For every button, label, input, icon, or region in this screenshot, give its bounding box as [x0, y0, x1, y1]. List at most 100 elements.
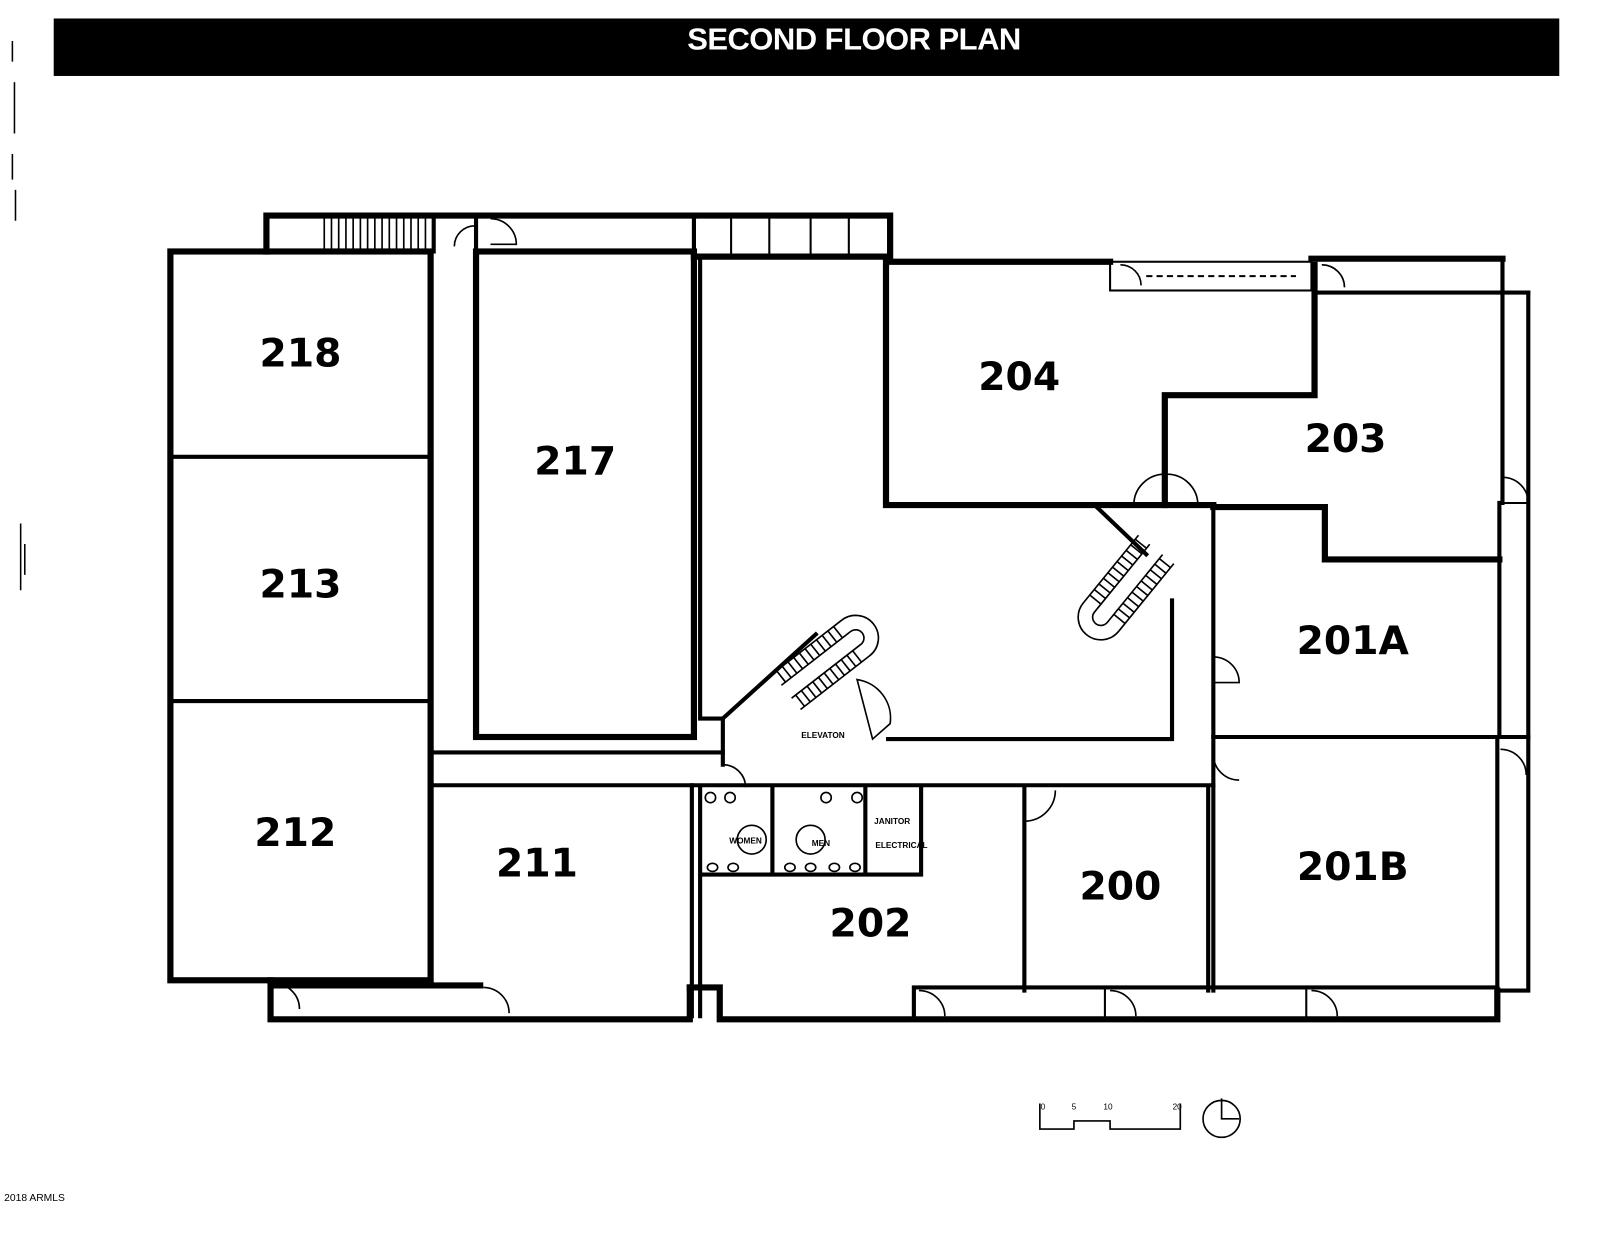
stair-tread: [1121, 555, 1134, 566]
stair-tread: [798, 652, 809, 665]
stair-tread: [1130, 544, 1143, 555]
stair-tread: [1093, 588, 1107, 600]
stair-tread: [1134, 538, 1147, 549]
sink-icon: [828, 862, 841, 873]
door-swing: [1024, 790, 1057, 822]
scale-tick-label: 10: [1103, 1103, 1113, 1112]
wall-central-island: [885, 598, 1175, 742]
stair-outline: [772, 614, 880, 711]
stair-tread: [781, 665, 792, 679]
toilet-icon: [724, 791, 737, 804]
stair-outline: [1077, 534, 1175, 641]
wall-bottom-strip-right: [911, 985, 1500, 1022]
toilet-icon: [851, 791, 864, 804]
room-204-label: 204: [978, 355, 1060, 400]
stair-tread: [787, 661, 798, 674]
wall-bottom-strip-left: [267, 977, 693, 1023]
wall-room-203: [1161, 261, 1503, 563]
toilet-icon: [820, 791, 833, 804]
door-swing: [1133, 473, 1199, 506]
stair-tread: [1117, 608, 1131, 619]
turning-circle-icon: [736, 824, 768, 855]
stair-tread: [832, 625, 844, 639]
title-bar: SECOND FLOOR PLAN: [53, 18, 1560, 76]
sink-icon: [783, 862, 796, 873]
wall-room-217: [472, 248, 698, 741]
stair-tread: [1122, 602, 1135, 613]
stair-tread: [815, 639, 827, 652]
turning-circle-icon: [795, 824, 826, 855]
sink-icon: [706, 862, 719, 873]
walls: [167, 212, 1531, 1023]
scan-marks: [11, 41, 26, 591]
stair-treads: [1089, 538, 1172, 625]
north-arrow-pointer: [1220, 1098, 1240, 1120]
stairs-icon: [1077, 534, 1175, 641]
stairs-icon: [772, 614, 880, 711]
wall-right-inner: [1495, 256, 1505, 993]
door-swing: [1321, 264, 1346, 288]
room-211-label: 211: [496, 842, 578, 887]
stair-tread: [800, 690, 811, 703]
door-swing: [1213, 656, 1240, 684]
room-217-label: 217: [534, 439, 616, 484]
sink-icon: [727, 862, 740, 873]
stair-tread: [851, 650, 863, 663]
stair-tread: [1116, 560, 1129, 572]
wall-top-boxes: [690, 212, 894, 262]
sink-icon: [804, 862, 817, 873]
stair-tread: [1140, 580, 1153, 591]
electrical-label: ELECTRICAL: [875, 841, 927, 850]
stair-tread: [1113, 613, 1126, 625]
stair-tread: [795, 694, 806, 707]
stair-tread: [1158, 557, 1172, 569]
door-swing: [273, 982, 301, 1010]
stair-tread: [1131, 591, 1144, 602]
stair-tread: [1126, 597, 1140, 608]
wall-bottom-right: [686, 984, 1501, 1023]
stairs-icon: [323, 217, 427, 251]
sink-icon: [849, 862, 862, 873]
stair-tread: [775, 670, 787, 683]
stair-tread: [1111, 566, 1125, 577]
men-label: MEN: [812, 839, 830, 848]
stair-tread: [817, 676, 829, 690]
wall-hall-left: [698, 254, 725, 767]
room-213-label: 213: [260, 563, 342, 608]
wall-restrooms: [698, 786, 924, 1019]
stair-tread: [846, 654, 857, 668]
restroom-fixtures: [704, 791, 864, 873]
stair-tread: [793, 656, 804, 670]
door-swing: [722, 763, 747, 788]
wall-room-204: [882, 255, 1506, 509]
scale-tick-label: 20: [1173, 1103, 1183, 1112]
door-swing: [1500, 748, 1528, 776]
stair-tread: [810, 643, 821, 657]
north-arrow-icon: [1202, 1098, 1242, 1139]
wall-left-block: [167, 248, 434, 984]
wall-elevator-diagonal: [719, 631, 819, 722]
room-200-label: 200: [1079, 864, 1161, 909]
scale-bar-line: [1039, 1103, 1182, 1130]
scale-bar: 0 5 10 20: [1039, 1103, 1183, 1130]
stair-tread: [804, 648, 815, 661]
room-201a-label: 201A: [1297, 619, 1410, 664]
scale-tick-label: 0: [1041, 1103, 1046, 1112]
doors: [273, 217, 1530, 1017]
door-swing: [1110, 989, 1137, 1017]
stair-tread: [827, 630, 838, 643]
stair-tread: [812, 681, 823, 694]
door-swing: [919, 989, 946, 1017]
stair-tread: [1098, 583, 1111, 594]
scan-mark: [19, 523, 26, 591]
room-labels: 218 217 204 203 213 201A 212 211 202 200…: [254, 332, 1409, 947]
door-swing: [453, 225, 476, 247]
stair-tread: [823, 672, 834, 685]
room-212-label: 212: [254, 811, 336, 856]
scale-tick-label: 5: [1072, 1103, 1077, 1112]
elevator-label: ELEVATON: [801, 731, 845, 740]
wall-top-box-dividers: [730, 217, 850, 257]
stair-treads: [775, 625, 863, 707]
women-label: WOMEN: [729, 837, 762, 846]
